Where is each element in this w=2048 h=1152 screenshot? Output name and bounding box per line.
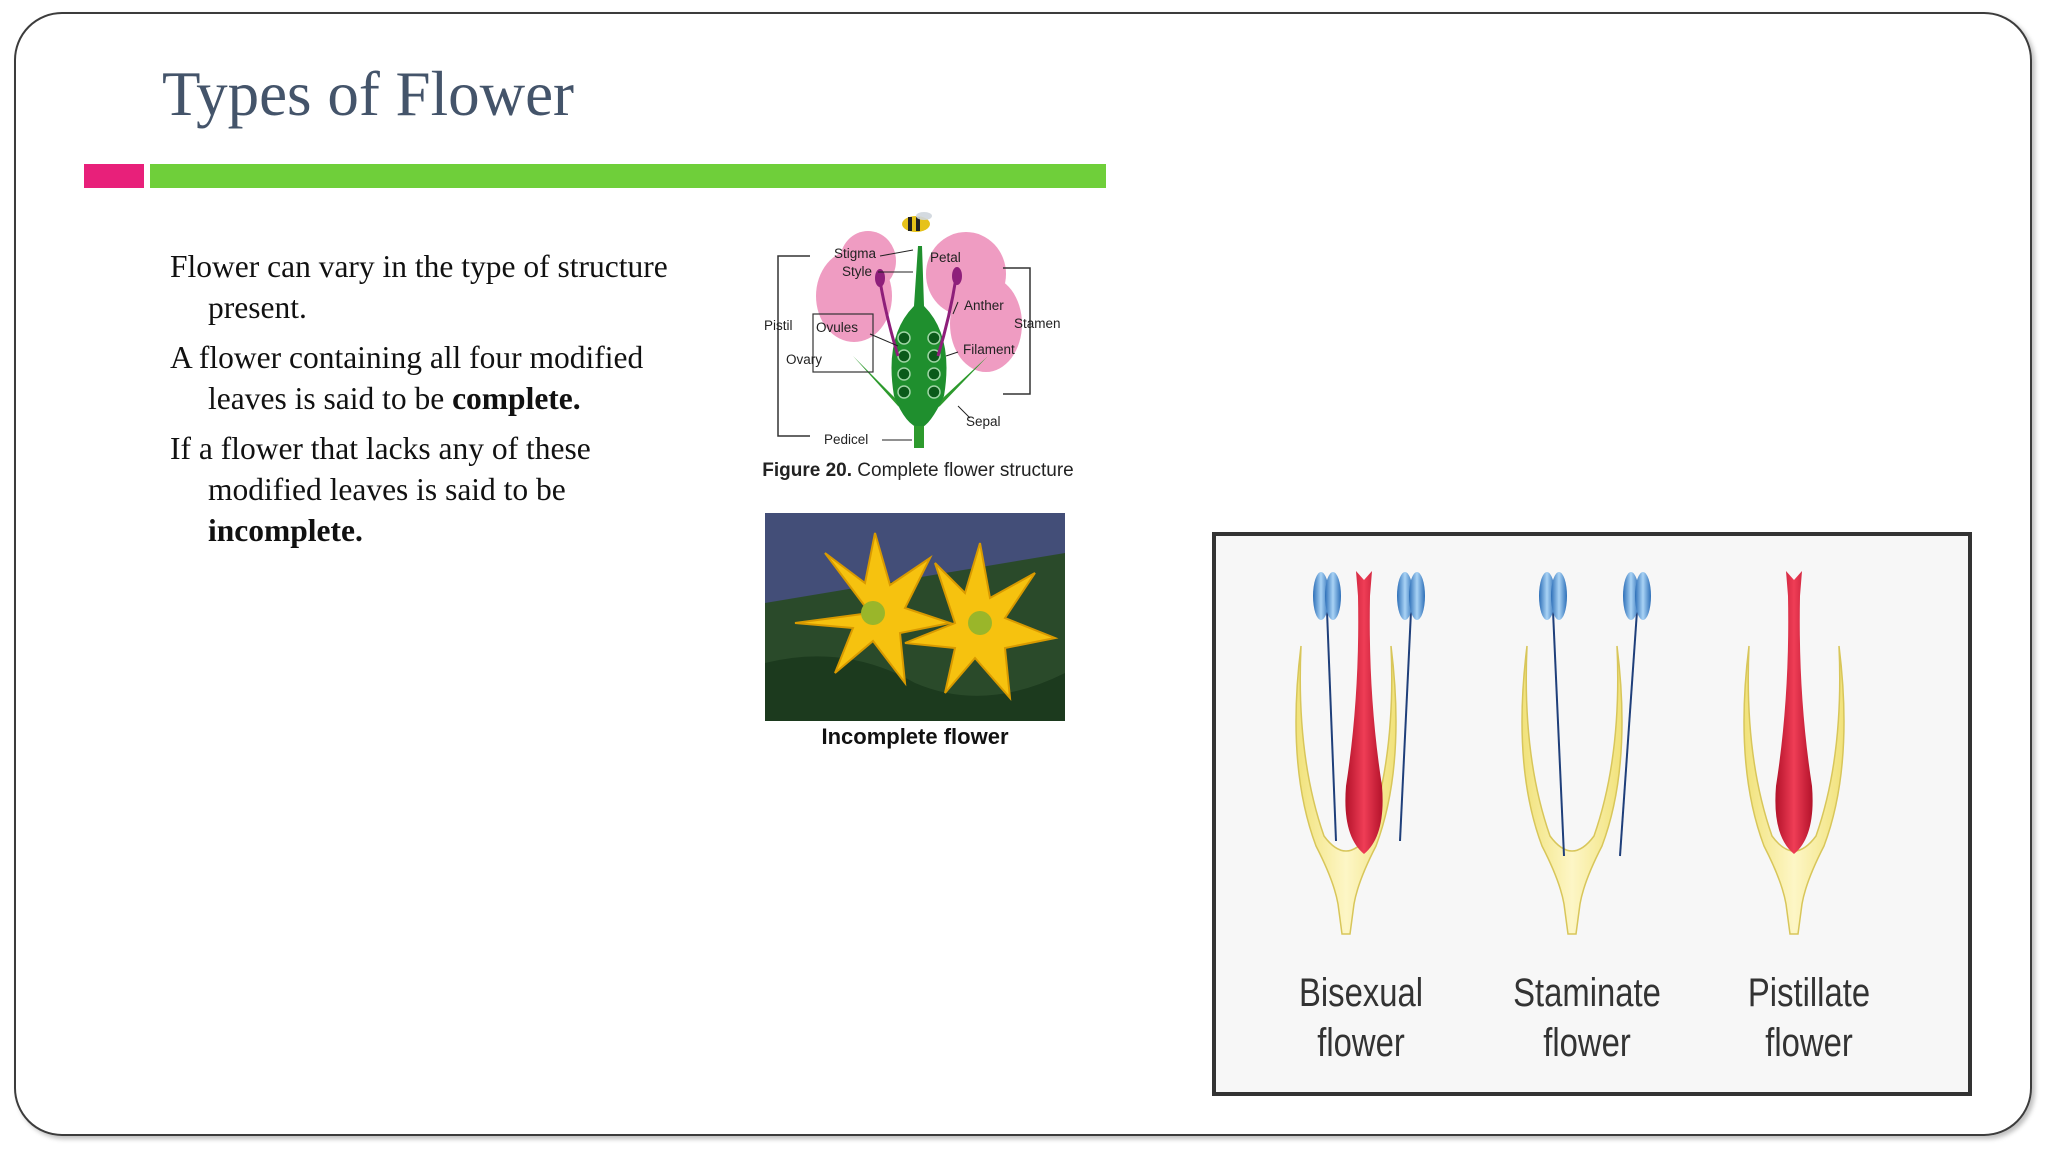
paragraph-3-bold: incomplete. — [208, 513, 363, 548]
flower-types-diagram — [1295, 571, 1845, 935]
squash-blossom-image — [765, 513, 1065, 721]
staminate-flower-label: Staminate flower — [1505, 968, 1669, 1068]
label-style: Style — [842, 264, 872, 279]
label-petal: Petal — [930, 250, 961, 265]
photo-caption: Incomplete flower — [821, 724, 1009, 749]
pedicel — [914, 426, 924, 448]
paragraph-3-text: If a flower that lacks any of these modi… — [170, 431, 591, 507]
staminate-label-line1: Staminate — [1513, 971, 1661, 1015]
complete-flower-diagram: Stigma Style Petal Pistil Ovules Anther … — [764, 212, 1061, 448]
figure-caption-number: Figure 20. — [762, 460, 852, 481]
figure-caption: Figure 20. Complete flower structure — [758, 460, 1078, 481]
label-stamen: Stamen — [1014, 316, 1061, 331]
staminate-label-line2: flower — [1543, 1021, 1631, 1065]
incomplete-flower-photo — [765, 513, 1065, 721]
bisexual-flower-illustration — [1295, 571, 1425, 935]
figure-caption-text: Complete flower structure — [857, 460, 1074, 481]
paragraph-2: A flower containing all four modified le… — [170, 337, 690, 419]
bisexual-label-line2: flower — [1317, 1021, 1405, 1065]
label-pedicel: Pedicel — [824, 432, 868, 447]
flower-types-panel: Bisexual flower Staminate flower Pistill… — [1212, 532, 1972, 1096]
ovary — [891, 246, 947, 428]
title-accent-green-bar — [150, 164, 1106, 188]
pistillate-label-line2: flower — [1765, 1021, 1853, 1065]
label-ovules: Ovules — [816, 320, 858, 335]
bee-icon — [902, 212, 932, 232]
ovules — [897, 331, 941, 399]
bisexual-label-line1: Bisexual — [1299, 971, 1423, 1015]
petal-right — [950, 276, 1022, 372]
label-anther: Anther — [964, 298, 1004, 313]
label-stigma: Stigma — [834, 246, 877, 261]
staminate-flower-illustration — [1521, 572, 1651, 935]
slide-frame — [14, 12, 2032, 1136]
paragraph-1-text: Flower can vary in the type of structure… — [170, 249, 668, 325]
body-text: Flower can vary in the type of structure… — [170, 246, 690, 560]
paragraph-2-text: A flower containing all four modified le… — [170, 340, 644, 416]
slide-title: Types of Flower — [162, 59, 575, 129]
paragraph-3: If a flower that lacks any of these modi… — [170, 428, 690, 551]
label-filament: Filament — [963, 342, 1015, 357]
pistillate-flower-illustration — [1743, 571, 1845, 935]
label-pistil: Pistil — [764, 318, 793, 333]
paragraph-2-bold: complete. — [452, 381, 581, 416]
label-ovary: Ovary — [786, 352, 822, 367]
pistillate-flower-label: Pistillate flower — [1727, 968, 1891, 1068]
label-sepal: Sepal — [966, 414, 1001, 429]
paragraph-1: Flower can vary in the type of structure… — [170, 246, 690, 328]
bisexual-flower-label: Bisexual flower — [1279, 968, 1443, 1068]
title-accent-pink-bar — [84, 164, 144, 188]
pistillate-label-line1: Pistillate — [1747, 971, 1871, 1015]
